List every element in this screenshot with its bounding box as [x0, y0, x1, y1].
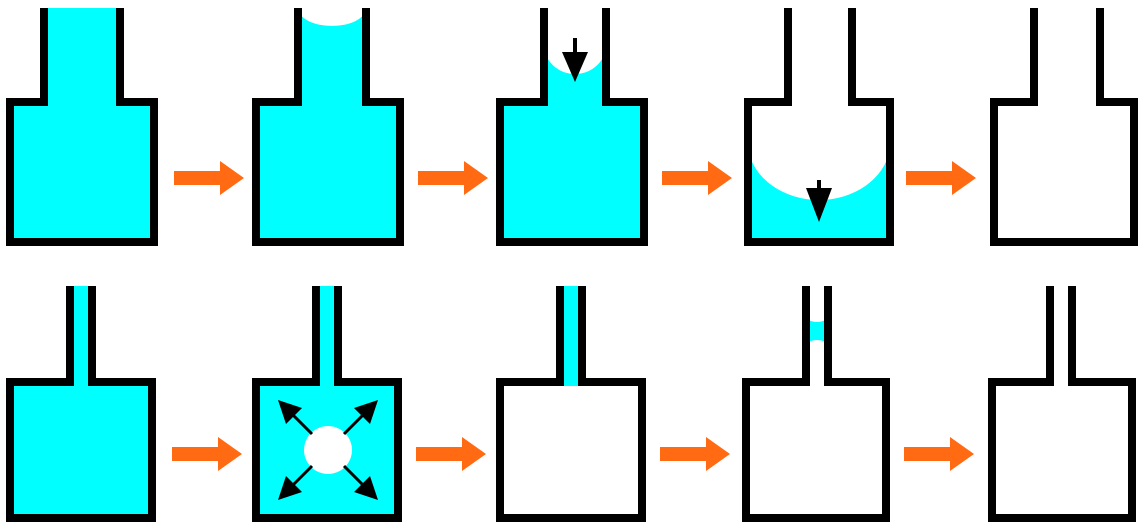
row1-stage3-container [496, 8, 648, 246]
outward-pointer-icon [278, 464, 314, 500]
liquid-fill [748, 150, 890, 242]
liquid-fill [500, 50, 644, 242]
transition-arrow-icon [660, 437, 730, 471]
transition-arrow-icon [416, 437, 486, 471]
liquid-fill [256, 8, 400, 242]
transition-arrow-icon [904, 437, 974, 471]
transition-arrow-icon [662, 161, 732, 195]
container-outline [496, 286, 646, 522]
row1-stage2-container [252, 8, 404, 246]
container-outline [744, 8, 894, 246]
gas-bubble [304, 426, 352, 474]
liquid-fill [256, 286, 398, 518]
container-outline [252, 286, 402, 522]
transition-arrow-icon [174, 161, 244, 195]
liquid-fill [560, 286, 582, 386]
transition-arrow-icon [172, 437, 242, 471]
liquid-fill [806, 316, 828, 346]
transition-arrow-icon [418, 161, 488, 195]
outward-pointer-icon [342, 400, 378, 436]
outward-pointer-icon [278, 400, 314, 436]
container-outline [252, 8, 404, 246]
row1-stage5-container [990, 8, 1138, 246]
container-outline [742, 286, 890, 522]
container-outline [6, 8, 158, 246]
down-pointer-icon [806, 180, 832, 222]
container-outline [990, 8, 1138, 246]
transition-arrow-icon [906, 161, 976, 195]
row1-stage4-container [744, 8, 894, 246]
outward-pointer-icon [342, 464, 378, 500]
down-pointer-icon [562, 38, 588, 82]
row2-stage5-container [988, 286, 1136, 522]
container-outline [988, 286, 1136, 522]
row2-stage4-container [742, 286, 890, 522]
liquid-fill [10, 8, 154, 242]
row2-stage3-container [496, 286, 646, 522]
row2-stage2-container [252, 286, 402, 522]
row2-stage1-container [6, 286, 156, 522]
liquid-fill [10, 286, 152, 518]
row1-stage1-container [6, 8, 158, 246]
container-outline [496, 8, 648, 246]
container-outline [6, 286, 156, 522]
